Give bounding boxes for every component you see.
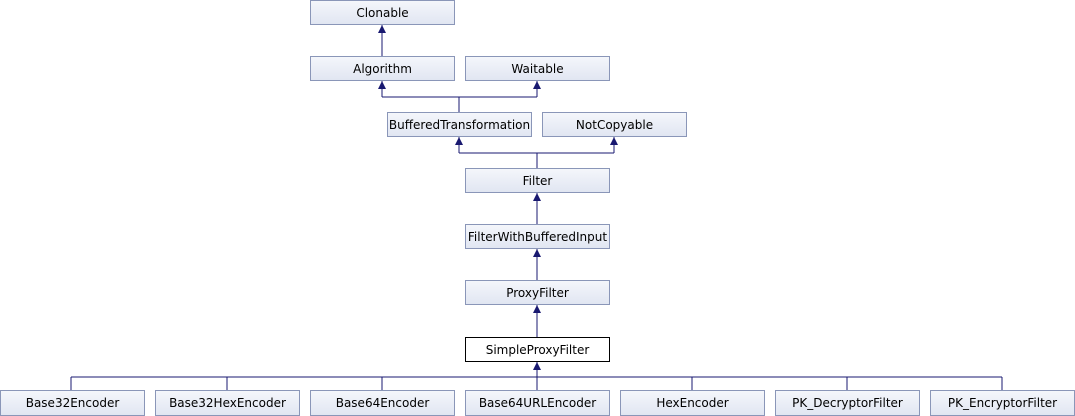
node-buffered-transformation[interactable]: BufferedTransformation (387, 112, 532, 137)
node-base32-hex-encoder[interactable]: Base32HexEncoder (155, 390, 300, 416)
node-not-copyable[interactable]: NotCopyable (542, 112, 687, 137)
node-filter[interactable]: Filter (465, 168, 610, 193)
node-clonable[interactable]: Clonable (310, 0, 455, 25)
node-filter-with-buffered-input[interactable]: FilterWithBufferedInput (465, 224, 610, 249)
node-proxy-filter[interactable]: ProxyFilter (465, 280, 610, 305)
node-algorithm[interactable]: Algorithm (310, 56, 455, 81)
node-base64-encoder[interactable]: Base64Encoder (310, 390, 455, 416)
edge-filter-base-link (459, 152, 538, 169)
edge-buffered-transformation-base-link (382, 96, 460, 113)
node-simple-proxy-filter: SimpleProxyFilter (465, 337, 610, 362)
node-base64-url-encoder[interactable]: Base64URLEncoder (465, 390, 610, 416)
node-hex-encoder[interactable]: HexEncoder (620, 390, 765, 416)
node-pk-encryptor-filter[interactable]: PK_EncryptorFilter (930, 390, 1075, 416)
node-pk-decryptor-filter[interactable]: PK_DecryptorFilter (775, 390, 920, 416)
node-base32-encoder[interactable]: Base32Encoder (0, 390, 145, 416)
node-waitable[interactable]: Waitable (465, 56, 610, 81)
